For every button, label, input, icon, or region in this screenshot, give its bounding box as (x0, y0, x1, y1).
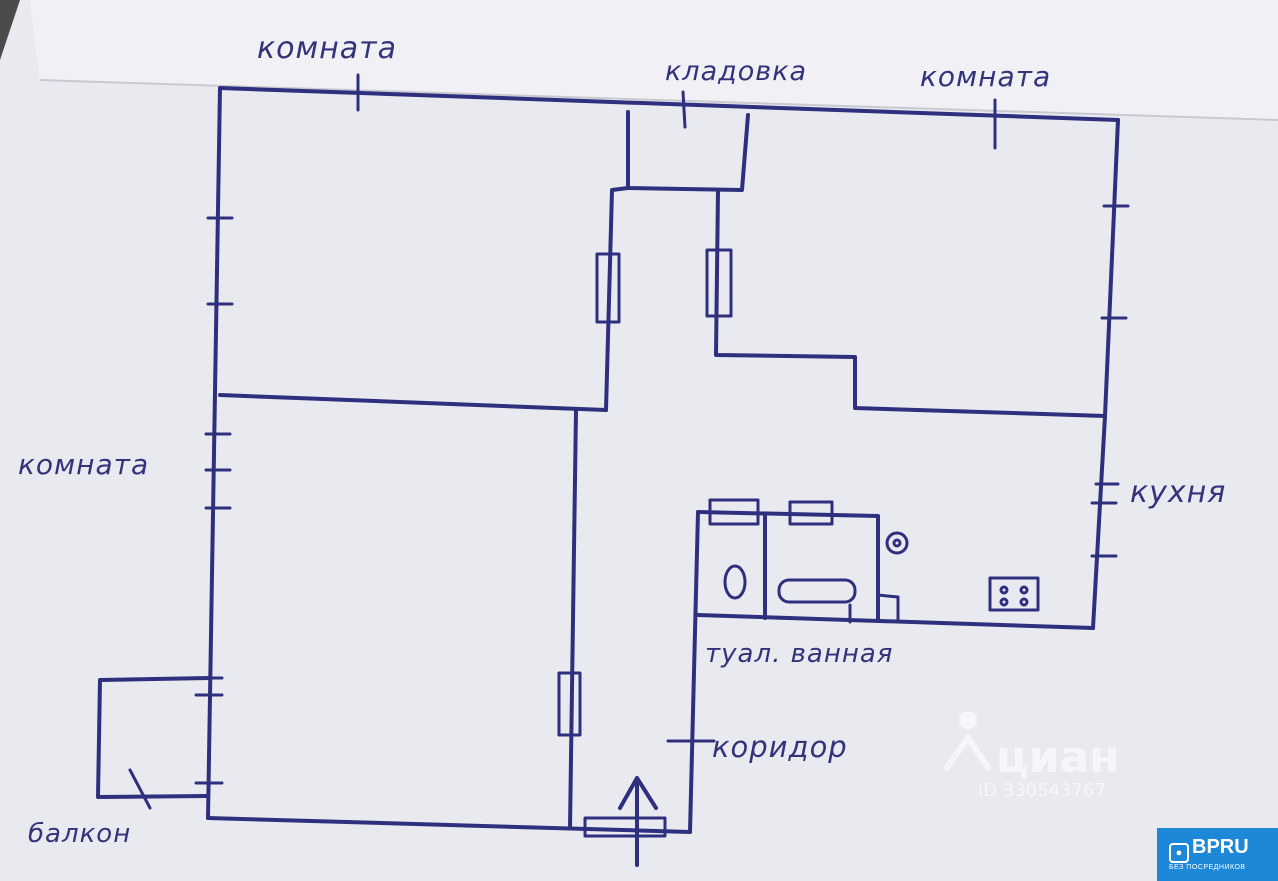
walls (96, 86, 1120, 834)
badge-brand: BPRU (1192, 836, 1249, 858)
source-badge: ●BPRU БЕЗ ПОСРЕДНИКОВ (1157, 828, 1278, 881)
label-corridor: коридор (712, 730, 848, 764)
door-marks (557, 248, 834, 838)
label-storage: кладовка (665, 56, 807, 87)
label-bathroom: туал. ванная (705, 639, 893, 669)
badge-tagline: БЕЗ ПОСРЕДНИКОВ (1169, 864, 1246, 871)
label-balcony: балкон (28, 819, 131, 849)
label-room-top-left: комната (257, 31, 397, 66)
window-marks (128, 73, 1130, 810)
label-room-top-right: комната (920, 60, 1051, 93)
watermark-brand: циан (996, 732, 1120, 783)
label-kitchen: кухня (1130, 475, 1226, 510)
badge-logo: ●BPRU (1169, 836, 1249, 863)
people-icon: ● (1169, 843, 1189, 863)
watermark-id: ID 330543767 (978, 780, 1106, 801)
entrance-arrow-icon (618, 776, 658, 867)
label-room-left: комната (18, 448, 149, 481)
watermark: циан ID 330543767 (942, 711, 1120, 801)
fixtures (723, 531, 1040, 624)
